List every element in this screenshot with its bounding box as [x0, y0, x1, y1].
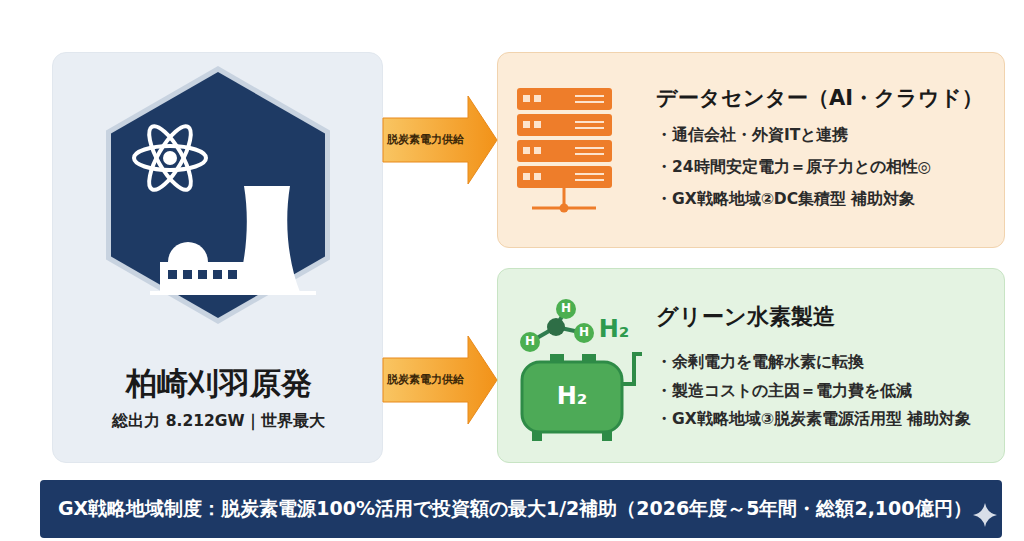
hydrogen-atom: [520, 332, 540, 352]
hexagon-ring: [106, 66, 330, 324]
tank-leg: [602, 431, 612, 441]
window: [183, 270, 192, 279]
server-led: [534, 95, 541, 102]
tank-leg: [532, 431, 542, 441]
plant-icon: [106, 66, 330, 324]
server-slot: [575, 179, 604, 181]
arrow-label: 脱炭素電力供給: [385, 370, 466, 390]
tank-pipe: [622, 354, 642, 384]
tank-valve: [550, 354, 564, 364]
box-text: ・GX戦略地域②DC集積型 補助対象: [656, 189, 996, 209]
server-led: [523, 173, 530, 180]
server-led: [523, 121, 530, 128]
block-arrow: [383, 96, 497, 184]
atom-orbit: [142, 121, 199, 195]
server-unit: [517, 166, 612, 188]
server-led: [523, 95, 530, 102]
server-led: [534, 173, 541, 180]
server-base: [532, 207, 596, 210]
server-unit: [517, 88, 612, 110]
cooling-tower: [236, 186, 300, 292]
server-unit: [517, 140, 612, 162]
reactor-dome: [168, 242, 208, 262]
window: [168, 270, 177, 279]
server-led: [523, 147, 530, 154]
server-slot: [575, 95, 604, 97]
server-led: [534, 147, 541, 154]
box-text: ・GX戦略地域③脱炭素電源活用型 補助対象: [656, 409, 996, 429]
reactor-building: [160, 262, 244, 292]
tank-valve: [582, 354, 596, 364]
atom-nucleus: [163, 151, 177, 165]
box-text: ・余剰電力を電解水素に転換: [656, 352, 996, 372]
server-slot: [575, 121, 604, 123]
connector-layer: [383, 96, 497, 424]
server-node: [560, 204, 569, 213]
block-arrow: [383, 336, 497, 424]
server-slot: [575, 153, 604, 155]
arrow-label: 脱炭素電力供給: [385, 130, 466, 150]
atom-orbit: [134, 146, 206, 170]
server-stand: [563, 188, 566, 208]
datacenter-box: データセンター（AI・クラウド） ・通信会社・外資ITと連携・24時間安定電力＝原…: [497, 52, 1005, 248]
hydrogen-atom: [556, 299, 576, 319]
bond: [530, 327, 556, 342]
window: [228, 270, 237, 279]
sparkle-mark: [973, 503, 997, 527]
server-slot: [575, 173, 604, 175]
box-heading: GX戦略地域制度：脱炭素電源100%活用で投資額の最大1/2補助（2026年度～…: [58, 496, 988, 521]
box-heading: データセンター（AI・クラウド）: [656, 85, 996, 112]
box-heading: グリーン水素製造: [656, 303, 996, 332]
atom-symbol: [134, 121, 206, 195]
atom: [547, 318, 565, 336]
footer-band: GX戦略地域制度：脱炭素電源100%活用で投資額の最大1/2補助（2026年度～…: [40, 480, 1002, 538]
box-text: 総出力 8.212GW｜世界最大: [53, 411, 384, 431]
server-slot: [575, 101, 604, 103]
server-icon: [517, 88, 612, 213]
hexagon: [111, 72, 325, 318]
hydrogen-atom: [574, 323, 594, 343]
server-slot: [575, 147, 604, 149]
window: [213, 270, 222, 279]
hydrogen-tank: [522, 362, 622, 432]
plant-panel: 柏崎刈羽原発総出力 8.212GW｜世界最大: [52, 52, 383, 463]
server-slot: [575, 127, 604, 129]
hydrogen-box: グリーン水素製造・余剰電力を電解水素に転換・製造コストの主因＝電力費を低減・GX…: [497, 268, 1005, 463]
box-text: ・24時間安定電力＝原子力との相性◎: [656, 157, 996, 177]
box-heading: 柏崎刈羽原発: [53, 363, 384, 403]
bond: [556, 327, 584, 333]
server-led: [534, 121, 541, 128]
bond: [556, 309, 566, 327]
ground-line: [150, 291, 316, 295]
box-text: ・通信会社・外資ITと連携: [656, 125, 996, 145]
atom-orbit: [142, 121, 199, 195]
window: [198, 270, 207, 279]
hydrogen-icon: [520, 299, 642, 441]
server-unit: [517, 114, 612, 136]
box-text: ・製造コストの主因＝電力費を低減: [656, 381, 996, 401]
